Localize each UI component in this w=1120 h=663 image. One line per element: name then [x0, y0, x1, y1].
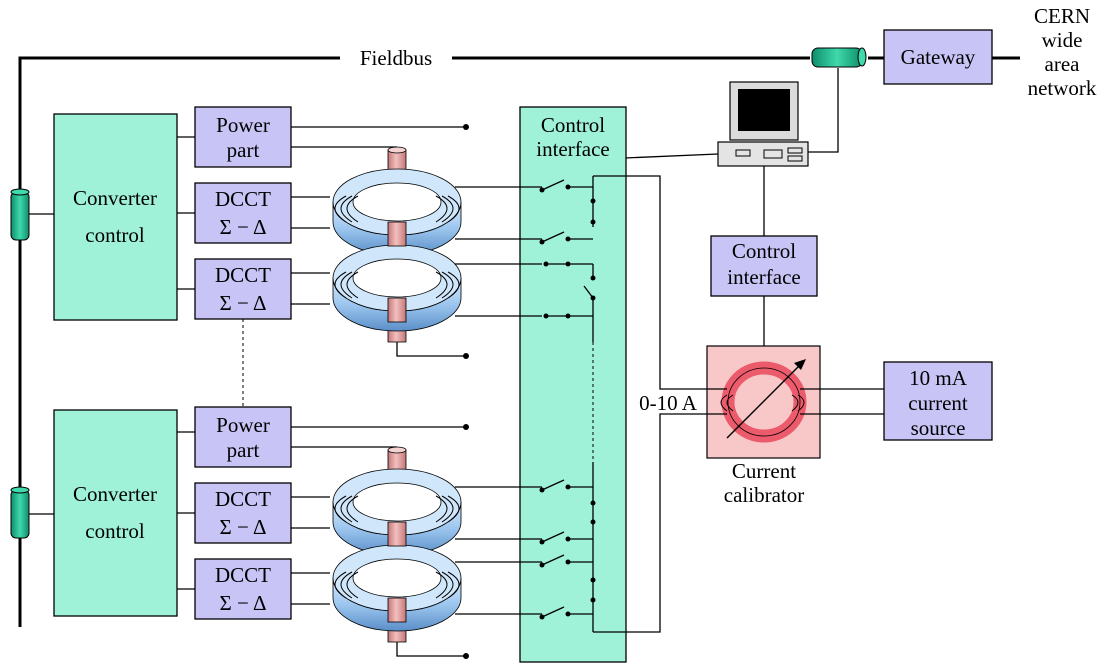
- dcct-head-1a: [332, 168, 462, 256]
- svg-text:interface: interface: [536, 137, 609, 161]
- svg-text:source: source: [911, 416, 966, 440]
- svg-text:DCCT: DCCT: [215, 487, 271, 511]
- dcct-1a: DCCT Σ − Δ: [194, 182, 292, 244]
- bus-terminator-top: [10, 188, 30, 241]
- converter-control-2: Converter control: [53, 409, 178, 617]
- svg-text:current: current: [908, 391, 968, 415]
- group-2: Converter control Power part DCCT Σ − Δ …: [53, 406, 596, 659]
- control-interface-small: Control interface: [710, 235, 818, 297]
- svg-text:wide: wide: [1042, 28, 1083, 52]
- svg-text:Control: Control: [541, 113, 605, 137]
- network-label: CERN wide area network: [1028, 4, 1097, 100]
- svg-text:calibrator: calibrator: [724, 483, 804, 507]
- current-calibrator: Current calibrator: [706, 345, 821, 507]
- dcct-2a: DCCT Σ − Δ: [194, 482, 292, 544]
- power-part-1: Power part: [194, 106, 292, 168]
- fieldbus: Fieldbus: [10, 46, 884, 627]
- switch-block-2: [520, 462, 596, 632]
- power-part-2: Power part: [194, 406, 292, 468]
- bus-terminator-bottom: [10, 486, 30, 539]
- gateway-box: Gateway: [883, 29, 993, 85]
- computer-icon: [717, 81, 809, 167]
- group-1: Converter control Power part DCCT Σ − Δ …: [53, 106, 596, 359]
- svg-text:area: area: [1045, 52, 1081, 76]
- svg-text:Σ − Δ: Σ − Δ: [220, 291, 267, 315]
- svg-text:DCCT: DCCT: [215, 563, 271, 587]
- svg-text:control: control: [85, 519, 145, 543]
- svg-text:control: control: [85, 223, 145, 247]
- svg-text:DCCT: DCCT: [215, 187, 271, 211]
- switch-block-1: [520, 176, 596, 342]
- svg-text:Control: Control: [732, 239, 796, 263]
- gateway-label: Gateway: [901, 45, 976, 69]
- dcct-head-2a: [332, 468, 462, 556]
- svg-text:Converter: Converter: [73, 482, 157, 506]
- control-interface-main: Control interface: [519, 106, 627, 663]
- current-source: 10 mA current source: [883, 361, 993, 441]
- dcct-2b: DCCT Σ − Δ: [194, 558, 292, 620]
- svg-text:interface: interface: [727, 265, 800, 289]
- range-label: 0-10 A: [639, 391, 698, 415]
- svg-text:DCCT: DCCT: [215, 263, 271, 287]
- svg-text:10 mA: 10 mA: [909, 366, 968, 390]
- svg-text:Σ − Δ: Σ − Δ: [220, 215, 267, 239]
- fieldbus-label: Fieldbus: [360, 46, 432, 70]
- svg-text:part: part: [227, 438, 260, 462]
- svg-text:Power: Power: [216, 413, 270, 437]
- svg-text:Power: Power: [216, 113, 270, 137]
- gateway-terminator: [811, 47, 867, 68]
- svg-text:Σ − Δ: Σ − Δ: [220, 591, 267, 615]
- svg-text:Converter: Converter: [73, 186, 157, 210]
- converter-control-1: Converter control: [53, 113, 178, 321]
- svg-text:CERN: CERN: [1034, 4, 1090, 28]
- svg-text:part: part: [227, 138, 260, 162]
- svg-text:Σ − Δ: Σ − Δ: [220, 515, 267, 539]
- dcct-1b: DCCT Σ − Δ: [194, 258, 292, 320]
- svg-text:Current: Current: [732, 459, 796, 483]
- svg-text:network: network: [1028, 76, 1097, 100]
